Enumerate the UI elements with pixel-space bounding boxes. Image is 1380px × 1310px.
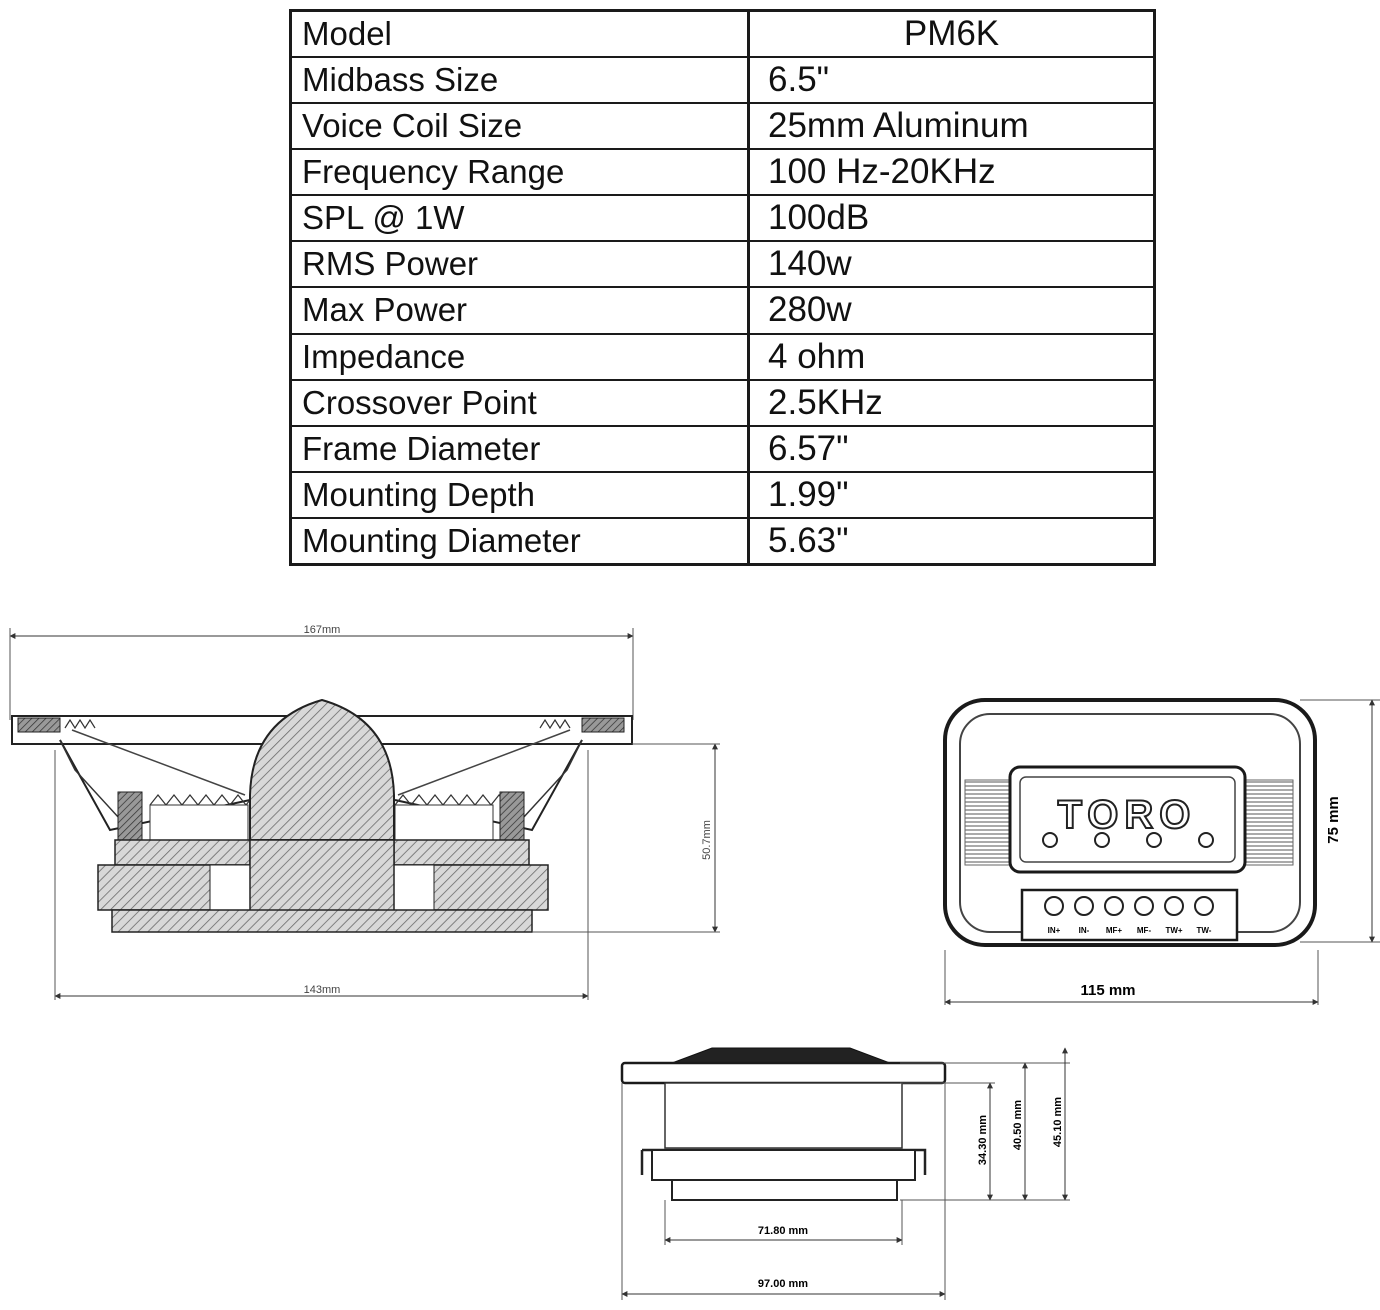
spec-label: Max Power	[292, 288, 750, 333]
terminal-label: TW+	[1165, 926, 1182, 935]
terminal-block: IN+ IN- MF+ MF- TW+ TW-	[1044, 896, 1214, 935]
spec-value: 2.5KHz	[768, 382, 883, 422]
spec-row: Max Power 280w	[292, 288, 1153, 335]
spec-value: PM6K	[903, 14, 1000, 53]
spec-label: Model	[292, 12, 750, 57]
speaker-cross-section: 167mm	[9, 624, 720, 1000]
spec-value: 140w	[768, 244, 852, 284]
spec-row: Frame Diameter 6.57"	[292, 426, 1153, 473]
spec-row: SPL @ 1W 100dB	[292, 196, 1153, 243]
dim-label-h2: 40.50 mm	[1012, 1100, 1024, 1150]
spec-row: Voice Coil Size 25mm Aluminum	[292, 104, 1153, 151]
dim-label-h3: 45.10 mm	[1052, 1097, 1064, 1147]
terminal-label: MF+	[1106, 926, 1123, 935]
dim-label-bottom: 143mm	[304, 984, 341, 996]
spec-label: Mounting Diameter	[292, 518, 750, 563]
dim-label-depth: 50.7mm	[701, 820, 713, 860]
spec-row-model: Model PM6K	[292, 12, 1153, 59]
spec-value: 25mm Aluminum	[768, 106, 1029, 146]
terminal-label: IN+	[1048, 926, 1061, 935]
dim-label-top: 167mm	[304, 624, 341, 636]
spec-label: Frequency Range	[292, 150, 750, 195]
dim-label-outer-width: 97.00 mm	[758, 1278, 808, 1290]
spec-value: 100 Hz-20KHz	[768, 152, 996, 192]
spec-value: 1.99"	[768, 474, 849, 514]
spec-value: 4 ohm	[768, 336, 866, 376]
spec-value: 5.63"	[768, 520, 849, 560]
terminal-label: IN-	[1079, 926, 1090, 935]
spec-row: Frequency Range 100 Hz-20KHz	[292, 150, 1153, 197]
spec-label: Crossover Point	[292, 380, 750, 425]
spec-label: Midbass Size	[292, 58, 750, 103]
spec-label: Mounting Depth	[292, 472, 750, 517]
spec-row: RMS Power 140w	[292, 242, 1153, 289]
spec-label: Frame Diameter	[292, 426, 750, 471]
spec-row: Mounting Depth 1.99"	[292, 472, 1153, 519]
spec-value: 6.57"	[768, 428, 849, 468]
spec-label: SPL @ 1W	[292, 196, 750, 241]
spec-row: Mounting Diameter 5.63"	[292, 518, 1153, 563]
terminal-label: TW-	[1197, 926, 1212, 935]
dim-label-width: 115 mm	[1080, 982, 1135, 999]
crossover-drawing: TORO IN+ IN- MF+ MF- TW+ TW- 115 mm 75	[943, 698, 1380, 1005]
dim-label-height: 75 mm	[1325, 796, 1342, 844]
spec-row: Midbass Size 6.5"	[292, 58, 1153, 105]
spec-value: 280w	[768, 290, 852, 330]
spec-table: Model PM6K Midbass Size 6.5" Voice Coil …	[289, 9, 1156, 566]
spec-row: Crossover Point 2.5KHz	[292, 380, 1153, 427]
spec-value: 6.5"	[768, 60, 830, 100]
spec-label: RMS Power	[292, 242, 750, 287]
spec-label: Impedance	[292, 334, 750, 379]
tweeter-drawing: 34.30 mm 40.50 mm 45.10 mm 71.80 mm 97.0…	[620, 1047, 1070, 1300]
spec-label: Voice Coil Size	[292, 104, 750, 149]
spec-row: Impedance 4 ohm	[292, 334, 1153, 381]
terminal-label: MF-	[1137, 926, 1152, 935]
dim-label-inner-width: 71.80 mm	[758, 1225, 808, 1237]
dim-label-h1: 34.30 mm	[977, 1115, 989, 1165]
brand-logo: TORO	[1058, 793, 1197, 837]
spec-value: 100dB	[768, 198, 870, 238]
